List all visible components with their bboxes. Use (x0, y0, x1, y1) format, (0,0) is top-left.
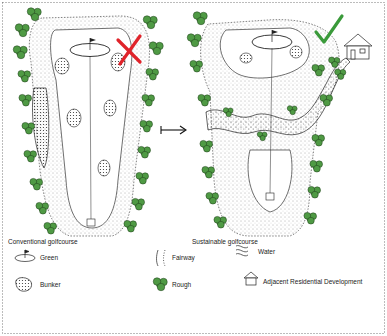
tree (338, 73, 344, 79)
tree (314, 165, 321, 172)
tree (22, 75, 29, 82)
frame (3, 3, 385, 334)
legend-text: Rough (172, 281, 191, 288)
tree (157, 283, 165, 291)
tree (40, 207, 47, 214)
tree (128, 225, 135, 232)
house (344, 34, 372, 59)
tree (197, 17, 205, 25)
tree (210, 197, 217, 204)
tree (150, 73, 157, 80)
tree (31, 13, 39, 21)
caption-label: Conventional golfcourse (8, 238, 78, 245)
tree (316, 139, 323, 146)
tree (202, 99, 209, 106)
tree (290, 109, 295, 114)
legend-text: Water (258, 248, 275, 255)
tree (146, 99, 153, 106)
check-mark (316, 16, 342, 42)
tree (136, 203, 143, 210)
tree (153, 47, 161, 55)
transition-arrow (161, 126, 186, 134)
tree (218, 221, 225, 228)
tree (34, 183, 41, 190)
tree (324, 99, 331, 106)
legend-samples (15, 246, 258, 292)
tree (144, 125, 151, 132)
tree (140, 177, 147, 184)
tree (19, 29, 27, 37)
tree (206, 171, 213, 178)
trees (13, 8, 346, 234)
caption-label: Sustainable golfcourse (192, 238, 258, 245)
tree (312, 191, 319, 198)
tree (226, 111, 231, 116)
legend-text: Adjacent Residential Development (263, 278, 362, 285)
tree (204, 145, 211, 152)
tree (147, 21, 155, 29)
tree (194, 65, 201, 72)
tree (316, 69, 323, 76)
tree (142, 151, 149, 158)
tree (191, 39, 199, 47)
legend-text: Bunker (40, 281, 61, 288)
conventional-course (29, 16, 149, 236)
tree (23, 99, 30, 106)
tree (260, 135, 265, 140)
legend-text: Fairway (172, 254, 195, 261)
tree (48, 227, 55, 234)
tree (26, 127, 33, 134)
tree (332, 61, 338, 67)
tree (308, 217, 315, 224)
tree (28, 155, 35, 162)
tree (17, 51, 25, 59)
cross-mark (118, 36, 140, 64)
sustainable-course (201, 20, 350, 236)
legend-text: Green (40, 254, 58, 261)
